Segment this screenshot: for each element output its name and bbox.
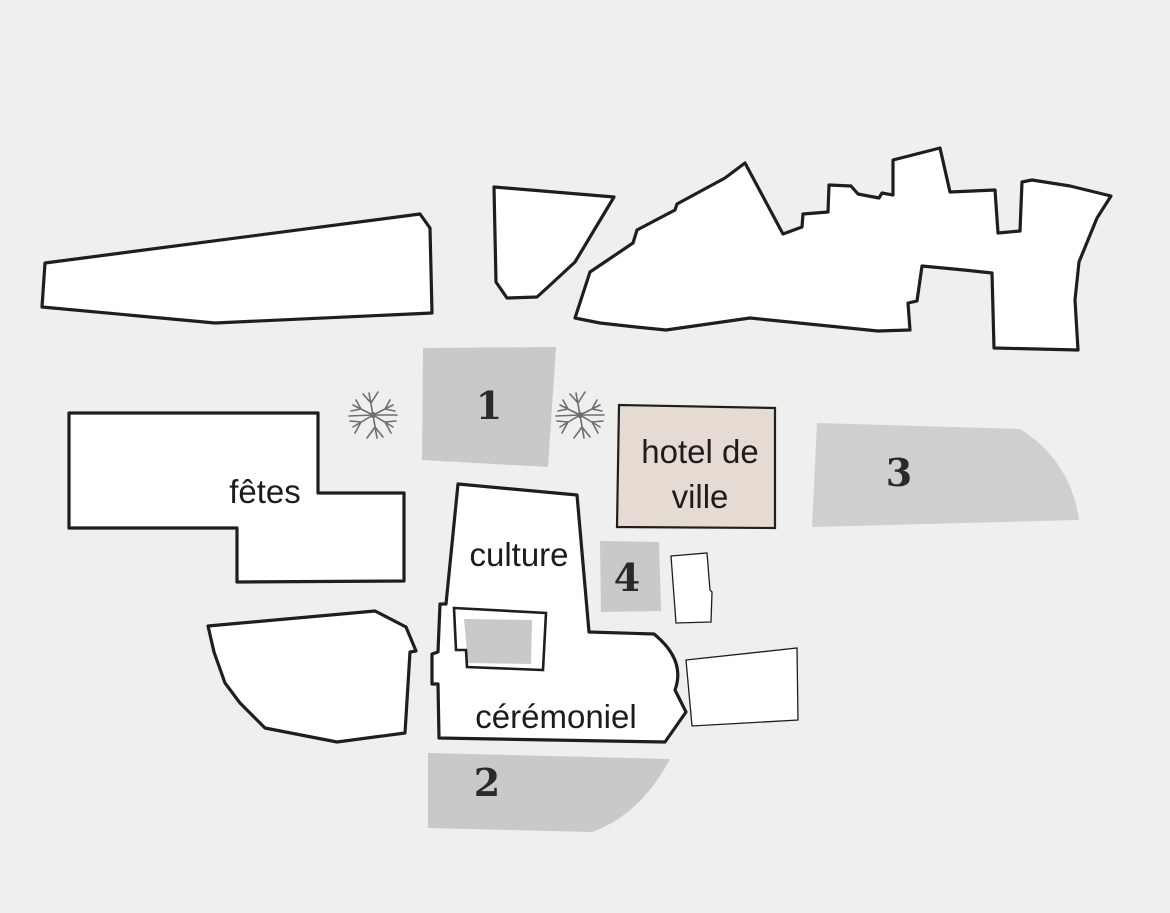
square-2-number: 2 — [474, 760, 500, 805]
square-1-number: 1 — [476, 383, 502, 428]
building-small-east — [670, 552, 713, 624]
building-culture-ceremoniel — [430, 482, 688, 744]
building-northwest — [40, 212, 434, 325]
square-4-number: 4 — [614, 555, 640, 600]
hotel-de-ville-label-line1: hotel de — [641, 433, 758, 470]
ceremoniel-label: cérémoniel — [475, 698, 636, 735]
fetes-label: fêtes — [229, 473, 301, 510]
square-1 — [422, 347, 556, 467]
tree-icon — [348, 391, 398, 439]
square-2 — [428, 753, 670, 832]
building-southwest — [206, 609, 418, 744]
building-north-small — [492, 185, 616, 300]
hotel-de-ville-label-line2: ville — [672, 478, 729, 515]
building-southeast — [685, 647, 799, 727]
culture-courtyard-outline — [452, 606, 548, 672]
building-fetes — [67, 411, 406, 584]
square-3-number: 3 — [886, 450, 912, 495]
square-4 — [600, 541, 661, 612]
tree-icon — [555, 391, 605, 439]
building-hotel-de-ville — [615, 403, 777, 530]
building-northeast — [573, 146, 1113, 352]
culture-courtyard — [464, 619, 532, 664]
square-3 — [812, 423, 1079, 527]
culture-label: culture — [469, 536, 568, 573]
